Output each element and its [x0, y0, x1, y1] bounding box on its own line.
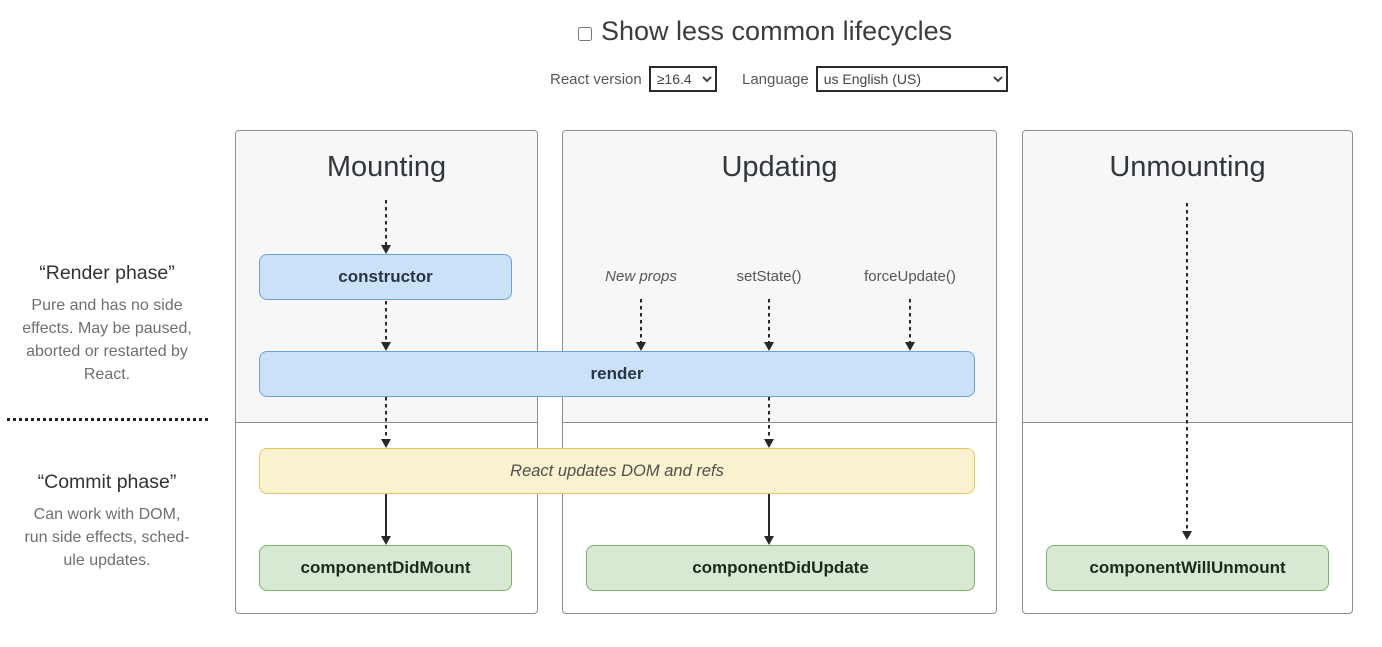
arrow-render-to-react-updates-updating	[768, 397, 770, 439]
render-phase-description: Pure and has no side effects. May be pau…	[22, 297, 192, 383]
trigger-setstate-link[interactable]: setState()	[736, 268, 802, 285]
arrowhead	[1182, 531, 1192, 540]
mounting-column-title: Mounting	[326, 151, 447, 183]
arrow-render-to-react-updates	[385, 397, 387, 439]
arrowhead	[764, 342, 774, 351]
react-updates-dom-and-refs-box: React updates DOM and refs	[259, 448, 975, 494]
language-select[interactable]: us English (US)	[815, 66, 1008, 92]
react-version-control: React version ≥16.4	[550, 66, 717, 92]
arrow-setstate-to-render	[768, 299, 770, 342]
componentdidmount-box[interactable]: componentDidMount	[259, 545, 512, 591]
language-label: Language	[742, 70, 809, 88]
language-control: Language us English (US)	[742, 66, 1008, 92]
arrowhead	[381, 342, 391, 351]
render-phase-title: “Render phase”	[39, 262, 175, 284]
trigger-new-props: New props	[605, 268, 677, 285]
show-less-common-checkbox[interactable]	[578, 26, 592, 41]
componentwillunmount-box[interactable]: componentWillUnmount	[1046, 545, 1329, 591]
commit-phase-description: Can work with DOM, run side effects, sch…	[24, 506, 190, 569]
arrow-mounting-header-to-constructor	[385, 200, 387, 245]
arrowhead	[764, 439, 774, 448]
arrowhead	[381, 245, 391, 254]
arrow-react-updates-to-componentdidmount	[385, 494, 387, 536]
show-less-common-toggle[interactable]: Show less common lifecycles	[578, 16, 952, 47]
arrowhead	[905, 342, 915, 351]
phase-divider-dotted-line	[7, 418, 211, 421]
commit-phase-title: “Commit phase”	[37, 471, 177, 493]
constructor-box[interactable]: constructor	[259, 254, 512, 300]
updating-column-title: Updating	[721, 151, 838, 183]
arrow-new-props-to-render	[640, 299, 642, 342]
arrow-forceupdate-to-render	[909, 299, 911, 342]
page-title: Show less common lifecycles	[601, 16, 953, 46]
arrow-unmounting-header-to-componentwillunmount	[1186, 203, 1188, 531]
react-version-select[interactable]: ≥16.4	[648, 66, 717, 92]
react-version-label: React version	[550, 70, 642, 88]
unmounting-column-title: Unmounting	[1109, 151, 1266, 183]
arrowhead	[636, 342, 646, 351]
arrow-constructor-to-render	[385, 301, 387, 342]
componentdidupdate-box[interactable]: componentDidUpdate	[586, 545, 975, 591]
render-box[interactable]: render	[259, 351, 975, 397]
arrowhead	[764, 536, 774, 545]
arrow-react-updates-to-componentdidupdate	[768, 494, 770, 536]
trigger-forceupdate-link[interactable]: forceUpdate()	[864, 268, 956, 285]
arrowhead	[381, 439, 391, 448]
arrowhead	[381, 536, 391, 545]
